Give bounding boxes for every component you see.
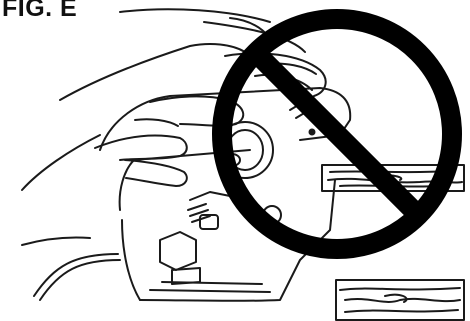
power-cord: [40, 260, 120, 300]
upper-arm-outline: [120, 9, 270, 22]
left-arm-outline: [60, 44, 245, 100]
